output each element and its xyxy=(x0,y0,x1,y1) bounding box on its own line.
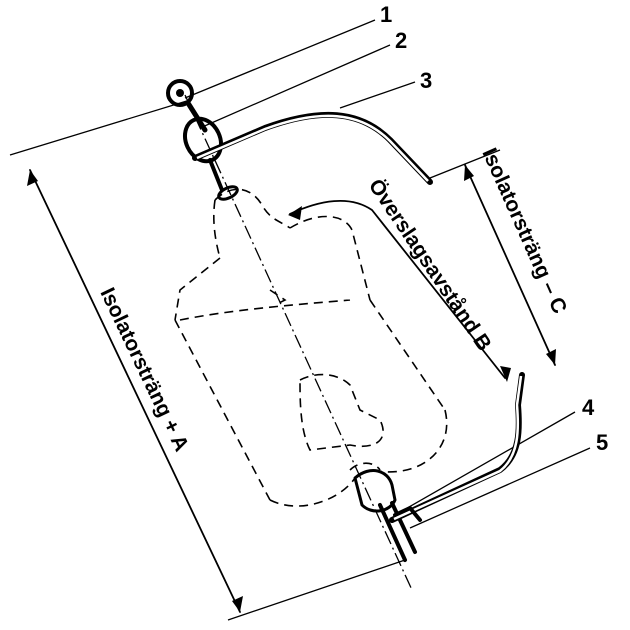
lower-arcing-horn xyxy=(389,372,525,523)
callout-1: 1 xyxy=(380,2,392,27)
dimension-a xyxy=(9,99,406,621)
top-clevis xyxy=(183,116,239,201)
dimension-c xyxy=(424,149,556,366)
label-string-minus-c: Isolatorsträng – C xyxy=(477,145,571,317)
label-flashover-b: Överslagsavstånd B xyxy=(364,175,496,355)
top-eye-fitting xyxy=(166,79,208,133)
callout-2: 2 xyxy=(395,28,407,53)
bottom-pin-fitting xyxy=(353,469,417,562)
label-string-plus-a: Isolatorsträng + A xyxy=(95,284,193,455)
callout-4: 4 xyxy=(582,395,595,420)
callout-5: 5 xyxy=(596,430,608,455)
flashover-b-arrow xyxy=(288,199,511,382)
callout-3: 3 xyxy=(420,68,432,93)
insulator-disc xyxy=(174,188,448,507)
callout-leaders xyxy=(184,19,591,529)
string-axis xyxy=(184,94,413,591)
upper-arcing-horn xyxy=(192,111,433,185)
